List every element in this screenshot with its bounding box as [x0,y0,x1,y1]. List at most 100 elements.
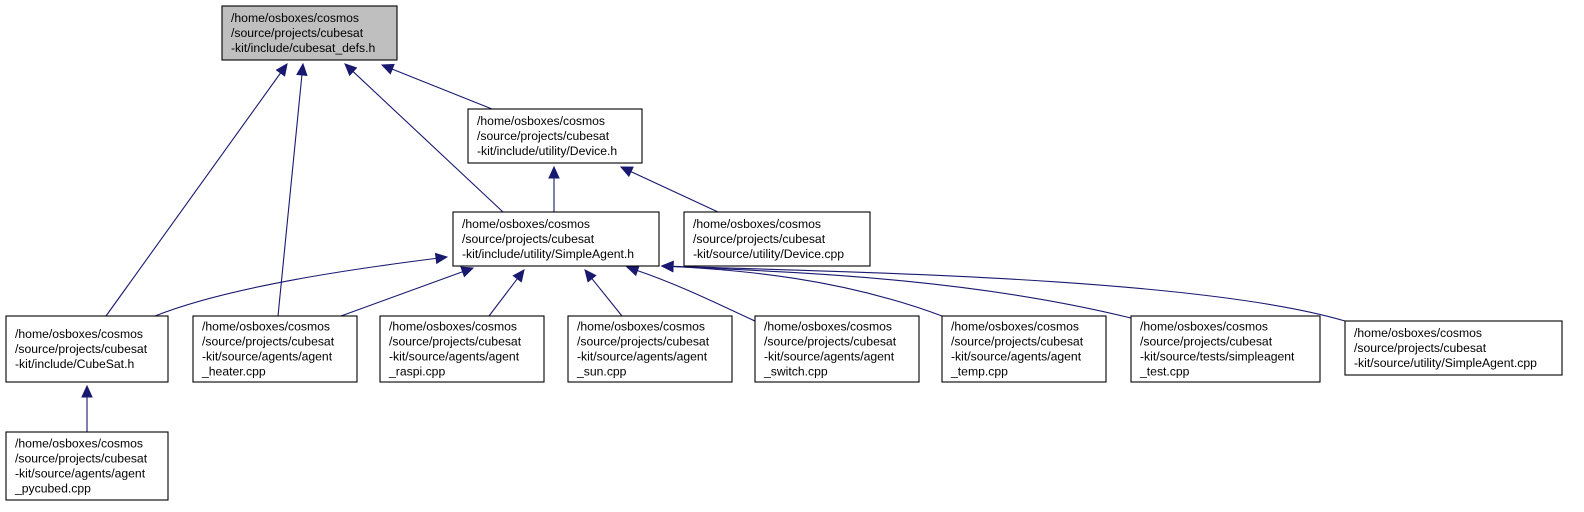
node-label-line: /source/projects/cubesat [202,335,335,349]
edge-line [636,269,756,322]
node-agent-pycubed[interactable]: /home/osboxes/cosmos/source/projects/cub… [5,431,169,501]
node-label-line: -kit/source/tests/simpleagent [1140,350,1295,364]
node-label-line: /source/projects/cubesat [764,335,897,349]
edge-arrowhead [512,269,525,283]
node-device-h[interactable]: /home/osboxes/cosmos/source/projects/cub… [467,108,643,164]
node-label-line: /source/projects/cubesat [462,232,595,246]
edge-line [671,265,1346,322]
node-label-line: _sun.cpp [576,365,627,379]
node-box [452,211,660,267]
edge-device_cpp-to-device_h [619,166,719,213]
node-box [1130,315,1321,383]
node-box [192,315,358,383]
edge-line [629,170,719,213]
node-simpleagent-cpp[interactable]: /home/osboxes/cosmos/source/projects/cub… [1344,320,1563,376]
edge-agent_switch-to-simpleagent_h [625,265,756,322]
node-cubesat-defs[interactable]: /home/osboxes/cosmos/source/projects/cub… [221,5,398,61]
edge-arrowhead [275,63,288,77]
node-label-line: /home/osboxes/cosmos [231,11,359,25]
node-label-line: _raspi.cpp [388,365,445,379]
edge-arrowhead [619,166,634,178]
edge-line [105,71,282,317]
node-agent-raspi[interactable]: /home/osboxes/cosmos/source/projects/cub… [379,315,545,383]
edge-arrowhead [660,260,674,273]
node-label-line: -kit/source/agents/agent [389,350,520,364]
node-box [567,315,733,383]
node-label-line: _heater.cpp [201,365,266,379]
node-device-cpp[interactable]: /home/osboxes/cosmos/source/projects/cub… [683,211,871,267]
edge-line [488,277,519,317]
node-label-line: /source/projects/cubesat [1354,341,1487,355]
edge-arrowhead [380,63,395,75]
edge-line [154,257,438,317]
node-label-line: -kit/source/utility/Device.cpp [693,247,844,261]
edge-simpleagent_cpp-to-simpleagent_h [660,260,1346,322]
node-label-line: /home/osboxes/cosmos [15,327,143,341]
node-label-line: /source/projects/cubesat [389,335,522,349]
node-label-line: /home/osboxes/cosmos [577,320,705,334]
node-box [467,108,643,164]
node-label-line: /home/osboxes/cosmos [462,217,590,231]
node-box [379,315,545,383]
node-agent-heater[interactable]: /home/osboxes/cosmos/source/projects/cub… [192,315,358,383]
edge-arrowhead [296,62,308,77]
node-label-line: /home/osboxes/cosmos [477,114,605,128]
node-simpleagent-test[interactable]: /home/osboxes/cosmos/source/projects/cub… [1130,315,1321,383]
node-box [1344,320,1563,376]
edges-layer [81,62,1346,432]
node-label-line: -kit/source/agents/agent [951,350,1082,364]
edge-simpleagent_test-to-simpleagent_h [660,260,1132,319]
edge-simpleagent_h-to-cubesat_defs [344,63,504,213]
edge-arrowhead [344,63,358,77]
node-label-line: /source/projects/cubesat [951,335,1084,349]
node-label-line: _switch.cpp [763,365,828,379]
edge-agent_heater-to-simpleagent_h [340,266,475,317]
node-label-line: /source/projects/cubesat [15,342,148,356]
node-agent-switch[interactable]: /home/osboxes/cosmos/source/projects/cub… [754,315,920,383]
node-cubesat-h[interactable]: /home/osboxes/cosmos/source/projects/cub… [5,315,169,383]
node-label-line: /home/osboxes/cosmos [202,320,330,334]
edge-line [351,70,504,213]
edge-arrowhead [548,165,560,179]
edge-device_h-to-cubesat_defs [380,63,493,110]
node-box [221,5,398,61]
edge-line [277,73,303,317]
node-label-line: /home/osboxes/cosmos [389,320,517,334]
node-simpleagent-h[interactable]: /home/osboxes/cosmos/source/projects/cub… [452,211,660,267]
node-label-line: -kit/include/CubeSat.h [15,357,134,371]
node-label-line: -kit/source/agents/agent [202,350,333,364]
node-label-line: -kit/source/agents/agent [764,350,895,364]
node-label-line: _temp.cpp [950,365,1008,379]
node-label-line: -kit/source/agents/agent [15,467,146,481]
node-label-line: -kit/include/utility/SimpleAgent.h [462,247,634,261]
node-label-line: /home/osboxes/cosmos [764,320,892,334]
node-label-line: /source/projects/cubesat [577,335,710,349]
edge-arrowhead [460,266,475,278]
node-label-line: -kit/source/agents/agent [577,350,708,364]
edge-line [340,270,464,317]
node-box [5,431,169,501]
node-label-line: _pycubed.cpp [14,482,91,496]
edge-arrowhead [434,252,449,265]
edge-cubesat_h-to-simpleagent_h [154,252,449,317]
node-box [941,315,1107,383]
edge-arrowhead [584,269,597,283]
node-label-line: -kit/include/utility/Device.h [477,144,617,158]
node-label-line: -kit/source/utility/SimpleAgent.cpp [1354,356,1537,370]
edge-line [391,68,493,110]
edge-agent_temp-to-simpleagent_h [660,260,943,317]
edge-line [590,277,623,317]
node-box [5,315,169,383]
node-label-line: /source/projects/cubesat [231,26,364,40]
node-agent-temp[interactable]: /home/osboxes/cosmos/source/projects/cub… [941,315,1107,383]
edge-simpleagent_h-to-device_h [548,165,560,212]
edge-arrowhead [81,384,93,398]
node-box [683,211,871,267]
edge-line [671,265,1132,319]
node-agent-sun[interactable]: /home/osboxes/cosmos/source/projects/cub… [567,315,733,383]
edge-agent_sun-to-simpleagent_h [584,269,623,317]
nodes-layer: /home/osboxes/cosmos/source/projects/cub… [5,5,1563,501]
edge-arrowhead [625,265,640,277]
node-label-line: -kit/include/cubesat_defs.h [231,41,375,55]
